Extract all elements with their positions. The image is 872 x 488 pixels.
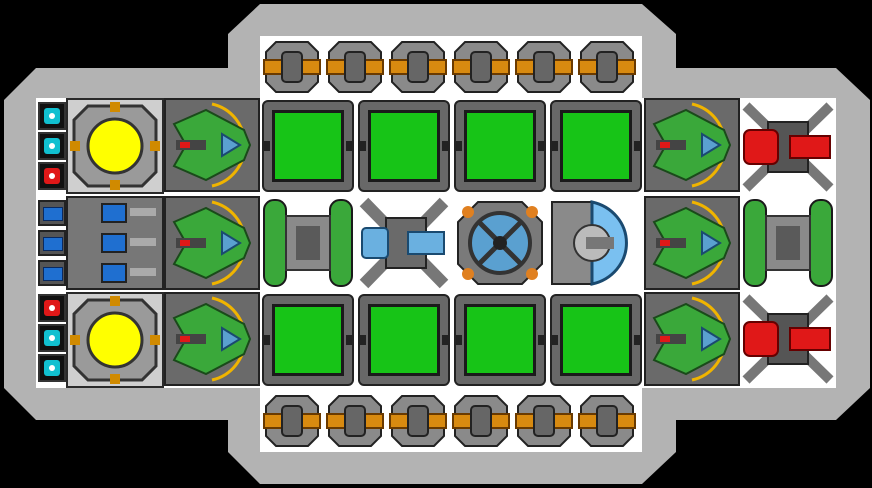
thruster-icon — [652, 102, 732, 188]
coolant-pump-icon — [359, 197, 449, 289]
cargo-bay-1-1[interactable] — [262, 100, 354, 192]
cargo-bay-1-4[interactable] — [550, 100, 642, 192]
cargo-bay-2-1[interactable] — [262, 294, 354, 386]
connector-icon — [578, 395, 636, 447]
top-connector-6[interactable] — [577, 38, 637, 96]
thruster-icon — [652, 200, 732, 286]
weapon-bottom[interactable] — [740, 292, 836, 386]
connector-icon — [389, 395, 447, 447]
connector-icon — [263, 395, 321, 447]
connector-icon — [515, 395, 573, 447]
thruster-left-3[interactable] — [164, 292, 260, 386]
top-connector-4[interactable] — [451, 38, 511, 96]
shield-core[interactable] — [452, 196, 548, 290]
bottom-connector-1[interactable] — [262, 392, 322, 450]
fuel-tank-right[interactable] — [740, 196, 836, 290]
thruster-right-3[interactable] — [644, 292, 740, 386]
connector-icon — [515, 41, 573, 93]
battery-top-1[interactable] — [38, 102, 66, 130]
thruster-left-1[interactable] — [164, 98, 260, 192]
connector-icon — [326, 41, 384, 93]
turret-dome[interactable] — [548, 196, 644, 290]
top-connector-5[interactable] — [514, 38, 574, 96]
coolant-pump[interactable] — [356, 196, 452, 290]
cannon-icon — [742, 294, 834, 384]
bottom-connector-4[interactable] — [451, 392, 511, 450]
reactor-icon — [70, 102, 160, 190]
top-connector-3[interactable] — [388, 38, 448, 96]
thruster-left-2[interactable] — [164, 196, 260, 290]
power-cell-1[interactable] — [38, 200, 66, 226]
thruster-icon — [172, 200, 252, 286]
power-cell-3[interactable] — [38, 260, 66, 286]
battery-bottom-2[interactable] — [38, 324, 66, 352]
cannon-icon — [742, 102, 834, 192]
cargo-bay-1-3[interactable] — [454, 100, 546, 192]
fuel-tank-icon — [743, 199, 833, 287]
reactor-bottom[interactable] — [66, 292, 164, 388]
thruster-icon — [172, 296, 252, 382]
connector-icon — [452, 395, 510, 447]
bottom-connector-6[interactable] — [577, 392, 637, 450]
reactor-top[interactable] — [66, 98, 164, 194]
capacitor-icon — [101, 203, 156, 283]
fuel-tank-icon — [263, 199, 353, 287]
connector-icon — [452, 41, 510, 93]
bottom-connector-5[interactable] — [514, 392, 574, 450]
battery-top-3[interactable] — [38, 162, 66, 190]
thruster-right-2[interactable] — [644, 196, 740, 290]
top-connector-2[interactable] — [325, 38, 385, 96]
turret-dome-icon — [551, 200, 628, 286]
battery-bottom-3[interactable] — [38, 354, 66, 382]
shield-core-icon — [457, 201, 543, 285]
capacitor-bank[interactable] — [66, 196, 164, 290]
connector-icon — [263, 41, 321, 93]
bottom-connector-2[interactable] — [325, 392, 385, 450]
thruster-right-1[interactable] — [644, 98, 740, 192]
reactor-icon — [70, 296, 160, 384]
cargo-bay-2-2[interactable] — [358, 294, 450, 386]
connector-icon — [578, 41, 636, 93]
thruster-icon — [652, 296, 732, 382]
connector-icon — [326, 395, 384, 447]
top-connector-1[interactable] — [262, 38, 322, 96]
battery-bottom-1[interactable] — [38, 294, 66, 322]
power-cell-2[interactable] — [38, 230, 66, 256]
thruster-icon — [172, 102, 252, 188]
cargo-bay-1-2[interactable] — [358, 100, 450, 192]
bottom-connector-3[interactable] — [388, 392, 448, 450]
battery-top-2[interactable] — [38, 132, 66, 160]
connector-icon — [389, 41, 447, 93]
fuel-tank-left[interactable] — [260, 196, 356, 290]
cargo-bay-2-3[interactable] — [454, 294, 546, 386]
weapon-top[interactable] — [740, 100, 836, 194]
cargo-bay-2-4[interactable] — [550, 294, 642, 386]
